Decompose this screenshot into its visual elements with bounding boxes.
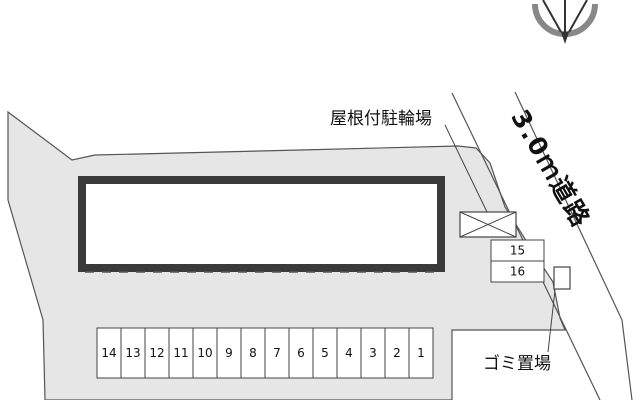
parking-slot: 10 — [192, 327, 218, 379]
garbage-box — [553, 266, 571, 290]
parking-slot-number: 4 — [345, 346, 353, 360]
parking-slot-number: 6 — [297, 346, 305, 360]
parking-slot-number: 8 — [249, 346, 257, 360]
parking-slot: 15 — [490, 239, 545, 262]
parking-slot-number: 5 — [321, 346, 329, 360]
parking-slot-box — [360, 327, 386, 379]
parking-slot-box — [408, 327, 434, 379]
parking-slot: 16 — [490, 260, 545, 283]
garbage-label: ゴミ置場 — [483, 354, 551, 374]
bike-parking-label: 屋根付駐輪場 — [330, 109, 432, 129]
parking-slot-box — [490, 260, 545, 283]
parking-slot-number: 3 — [369, 346, 377, 360]
parking-slot: 1 — [408, 327, 434, 379]
building — [78, 176, 445, 272]
parking-slot-box — [264, 327, 290, 379]
parking-slot-box — [216, 327, 242, 379]
parking-slot-number: 13 — [125, 346, 140, 360]
parking-slot-number: 16 — [510, 265, 525, 279]
bike-parking-cross — [459, 211, 517, 238]
parking-slot: 4 — [336, 327, 362, 379]
parking-slot-number: 7 — [273, 346, 281, 360]
parking-slot: 5 — [312, 327, 338, 379]
parking-slot: 13 — [120, 327, 146, 379]
compass-icon — [532, 0, 598, 44]
parking-slot-box — [312, 327, 338, 379]
parking-slot: 9 — [216, 327, 242, 379]
parking-slot-box — [384, 327, 410, 379]
garbage-leader — [547, 289, 556, 353]
bike-parking-leader — [444, 124, 488, 213]
parking-slots-row: 14 13 12 11 10 9 8 7 6 5 4 3 2 1 — [96, 327, 434, 379]
parking-slot-number: 15 — [510, 244, 525, 258]
road-edge-line — [514, 91, 623, 321]
parking-slot-box — [336, 327, 362, 379]
parking-slot: 7 — [264, 327, 290, 379]
parking-slot-number: 14 — [101, 346, 116, 360]
parking-slot-number: 10 — [197, 346, 212, 360]
parking-slot: 12 — [144, 327, 170, 379]
parking-slot: 14 — [96, 327, 122, 379]
parking-slot-number: 9 — [225, 346, 233, 360]
parking-slot-number: 1 — [417, 346, 425, 360]
parking-slot-number: 2 — [393, 346, 401, 360]
parking-slot-number: 12 — [149, 346, 164, 360]
parking-slot: 11 — [168, 327, 194, 379]
parking-slot: 6 — [288, 327, 314, 379]
parking-slot: 8 — [240, 327, 266, 379]
road-edge-line — [621, 319, 633, 400]
parking-slot: 2 — [384, 327, 410, 379]
parking-slot-number: 11 — [173, 346, 188, 360]
parking-slot: 3 — [360, 327, 386, 379]
parking-slot-box — [240, 327, 266, 379]
